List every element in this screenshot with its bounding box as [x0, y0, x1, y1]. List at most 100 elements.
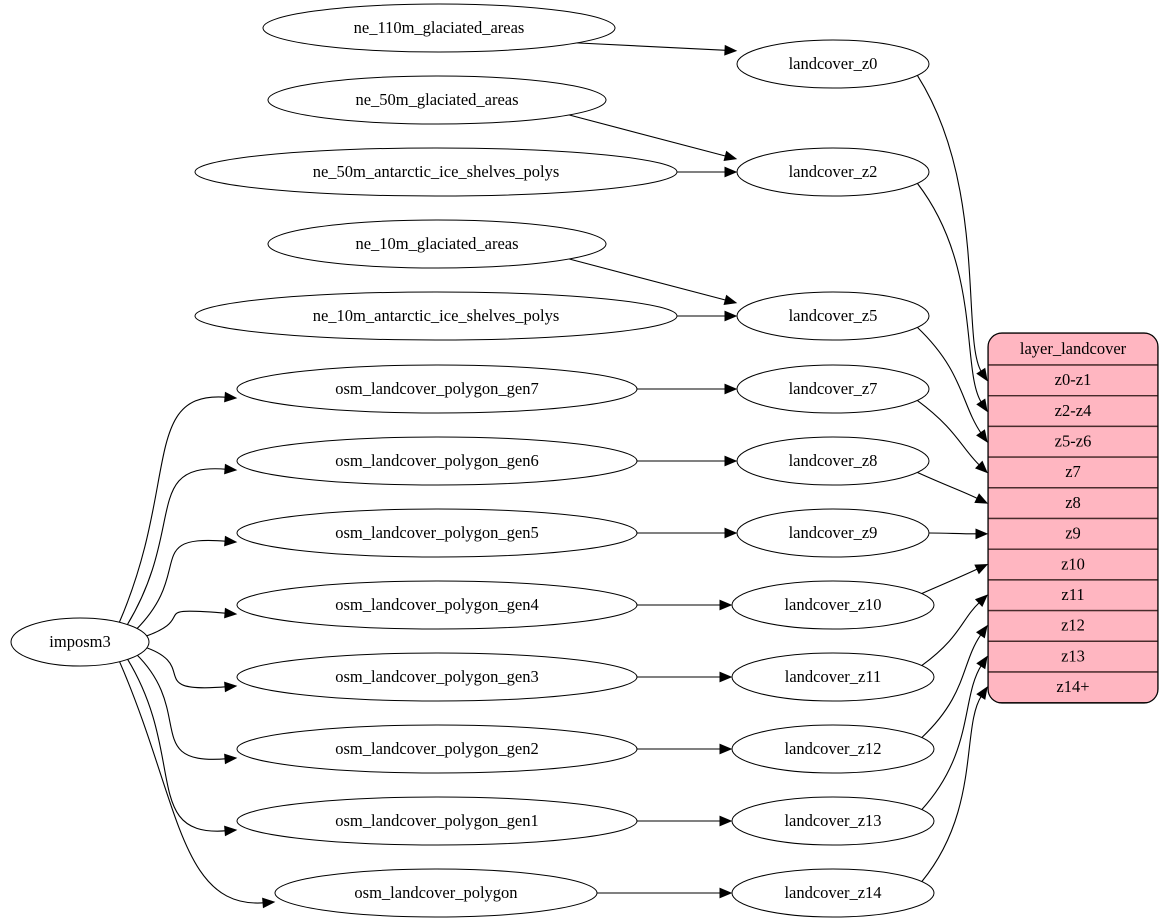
node-gen1[interactable]: osm_landcover_polygon_gen1	[236, 796, 638, 846]
edge-gen4-z10	[637, 599, 733, 611]
edge-gen6-z8	[637, 455, 738, 467]
edge-arrowhead	[224, 391, 238, 403]
edge-line	[917, 75, 983, 373]
node-gen5[interactable]: osm_landcover_polygon_gen5	[236, 508, 638, 558]
node-ne50g[interactable]: ne_50m_glaciated_areas	[267, 75, 607, 125]
edge-z12-table	[921, 624, 988, 738]
node-ne10a[interactable]: ne_10m_antarctic_ice_shelves_polys	[194, 291, 678, 341]
node-label: landcover_z13	[784, 811, 881, 830]
table-row-label-z14+: z14+	[1056, 677, 1089, 696]
edge-ne50g-z2	[568, 114, 738, 162]
node-gen6[interactable]: osm_landcover_polygon_gen6	[236, 436, 638, 486]
node-shape	[267, 219, 607, 269]
edge-line	[921, 601, 981, 666]
table-row-z10[interactable]	[988, 548, 1158, 581]
edge-arrowhead	[724, 527, 738, 539]
table-row-z8[interactable]	[988, 487, 1158, 520]
node-label: osm_landcover_polygon_gen6	[335, 451, 538, 470]
node-shape	[731, 796, 935, 846]
node-label: landcover_z11	[785, 667, 882, 686]
node-ne110g[interactable]: ne_110m_glaciated_areas	[262, 3, 616, 53]
edge-arrowhead	[724, 310, 738, 322]
node-shape	[736, 291, 930, 341]
table-cells	[988, 333, 1158, 703]
node-label: landcover_z2	[789, 162, 878, 181]
node-z14[interactable]: landcover_z14	[731, 868, 935, 918]
edge-imposm3-gen4	[142, 607, 238, 638]
table-row-z12[interactable]	[988, 609, 1158, 642]
table-row-z13[interactable]	[988, 640, 1158, 673]
node-gen7[interactable]: osm_landcover_polygon_gen7	[236, 364, 638, 414]
node-shape	[731, 724, 935, 774]
edge-arrowhead	[723, 150, 738, 162]
table-header-cell	[988, 333, 1158, 366]
node-shape	[236, 436, 638, 486]
node-z10[interactable]: landcover_z10	[731, 580, 935, 630]
edge-arrowhead	[262, 897, 276, 909]
node-shape	[236, 508, 638, 558]
node-label: landcover_z8	[789, 451, 878, 470]
edge-imposm3-gen0	[119, 661, 276, 909]
edge-arrowhead	[976, 655, 988, 670]
edge-line	[142, 610, 228, 638]
edge-gen3-z11	[637, 671, 733, 683]
edge-arrowhead	[976, 624, 988, 639]
edge-line	[917, 183, 983, 403]
node-label: osm_landcover_polygon_gen4	[335, 595, 538, 614]
node-z11[interactable]: landcover_z11	[731, 652, 935, 702]
node-imposm3[interactable]: imposm3	[10, 617, 150, 667]
edge-line	[921, 664, 983, 810]
node-z12[interactable]: landcover_z12	[731, 724, 935, 774]
node-label: osm_landcover_polygon_gen7	[335, 379, 538, 398]
node-label: osm_landcover_polygon	[354, 883, 517, 902]
edge-ne110g-z0	[576, 42, 738, 56]
node-ne50a[interactable]: ne_50m_antarctic_ice_shelves_polys	[194, 147, 678, 197]
node-z13[interactable]: landcover_z13	[731, 796, 935, 846]
node-label: landcover_z12	[784, 739, 881, 758]
node-shape	[274, 868, 598, 918]
edge-imposm3-gen3	[142, 645, 238, 693]
node-shape	[194, 291, 678, 341]
node-z8[interactable]: landcover_z8	[736, 436, 930, 486]
edge-arrowhead	[224, 825, 238, 837]
node-label: osm_landcover_polygon_gen3	[335, 667, 538, 686]
edge-arrowhead	[976, 398, 988, 413]
node-gen3[interactable]: osm_landcover_polygon_gen3	[236, 652, 638, 702]
table-row-z0-z1[interactable]	[988, 364, 1158, 397]
edge-arrowhead	[976, 429, 988, 443]
node-z2[interactable]: landcover_z2	[736, 147, 930, 197]
node-gen2[interactable]: osm_landcover_polygon_gen2	[236, 724, 638, 774]
node-z5[interactable]: landcover_z5	[736, 291, 930, 341]
node-label: ne_10m_glaciated_areas	[355, 234, 518, 253]
edge-arrowhead	[719, 599, 733, 611]
edge-gen7-z7	[637, 383, 738, 395]
node-z9[interactable]: landcover_z9	[736, 508, 930, 558]
node-ne10g[interactable]: ne_10m_glaciated_areas	[267, 219, 607, 269]
edge-line	[135, 539, 228, 631]
edge-line	[921, 695, 983, 882]
node-shape	[10, 617, 150, 667]
node-gen4[interactable]: osm_landcover_polygon_gen4	[236, 580, 638, 630]
node-label: landcover_z10	[784, 595, 881, 614]
node-z0[interactable]: landcover_z0	[736, 39, 930, 89]
edge-gen0-z14	[597, 887, 733, 899]
edge-z0-table	[917, 75, 988, 382]
table-row-label-z10: z10	[1061, 554, 1085, 573]
node-gen0[interactable]: osm_landcover_polygon	[274, 868, 598, 918]
edge-arrowhead	[724, 166, 738, 178]
edge-arrowhead	[224, 681, 238, 693]
edge-line	[576, 42, 727, 51]
edge-ne10g-z5	[568, 258, 738, 306]
node-shape	[236, 364, 638, 414]
table-row-label-z11: z11	[1061, 585, 1084, 604]
node-z7[interactable]: landcover_z7	[736, 364, 930, 414]
node-shape	[236, 580, 638, 630]
node-label: imposm3	[49, 632, 110, 651]
node-shape	[736, 436, 930, 486]
edge-z11-table	[921, 594, 988, 666]
table-row-label-z9: z9	[1065, 524, 1081, 543]
edge-z8-table	[917, 472, 989, 504]
edge-line	[126, 468, 228, 626]
node-shape	[236, 724, 638, 774]
